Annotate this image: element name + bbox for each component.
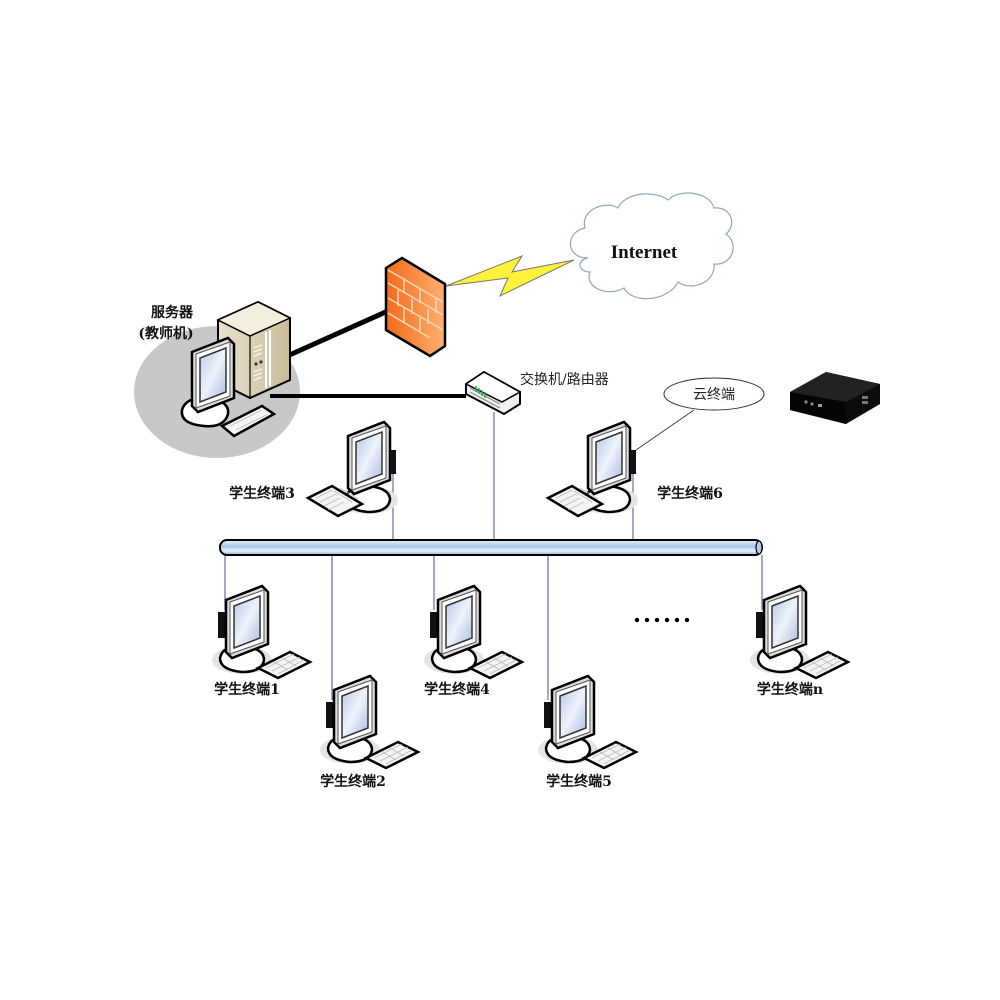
cloud-terminal-device-icon	[790, 372, 880, 424]
switch-router-icon	[464, 370, 522, 416]
student-label-4: 学生终端4	[424, 681, 490, 698]
internet-label: Internet	[611, 242, 678, 263]
switch-label: 交换机/路由器	[520, 371, 609, 388]
student-terminal-6	[546, 420, 640, 518]
student-terminal-n	[748, 584, 850, 680]
lightning-link-icon	[445, 254, 575, 298]
firewall-icon	[384, 256, 447, 358]
drop-lines	[224, 412, 763, 700]
internet-cloud-icon: Internet	[569, 192, 734, 300]
server-sublabel: (教师机)	[138, 325, 193, 342]
student-label-1: 学生终端1	[214, 681, 280, 698]
student-terminal-4	[422, 584, 524, 680]
student-label-5: 学生终端5	[546, 773, 612, 790]
student-terminal-1	[210, 584, 312, 680]
server-workstation-icon	[180, 336, 277, 438]
more-terminals-ellipsis	[634, 617, 690, 623]
student-terminal-5	[536, 674, 638, 770]
student-label-6: 学生终端6	[657, 485, 723, 502]
server-firewall-link	[283, 307, 392, 360]
server-label: 服务器	[151, 304, 194, 321]
cloud-terminal-callout	[663, 377, 765, 411]
student-label-3: 学生终端3	[229, 485, 295, 502]
student-terminal-2	[318, 674, 420, 770]
student-label-2: 学生终端2	[320, 773, 386, 790]
cloud-terminal-label: 云终端	[693, 387, 735, 403]
callout-line	[635, 409, 695, 451]
student-terminal-3	[306, 420, 400, 518]
network-bus	[219, 539, 763, 556]
student-label-n: 学生终端n	[757, 681, 823, 698]
